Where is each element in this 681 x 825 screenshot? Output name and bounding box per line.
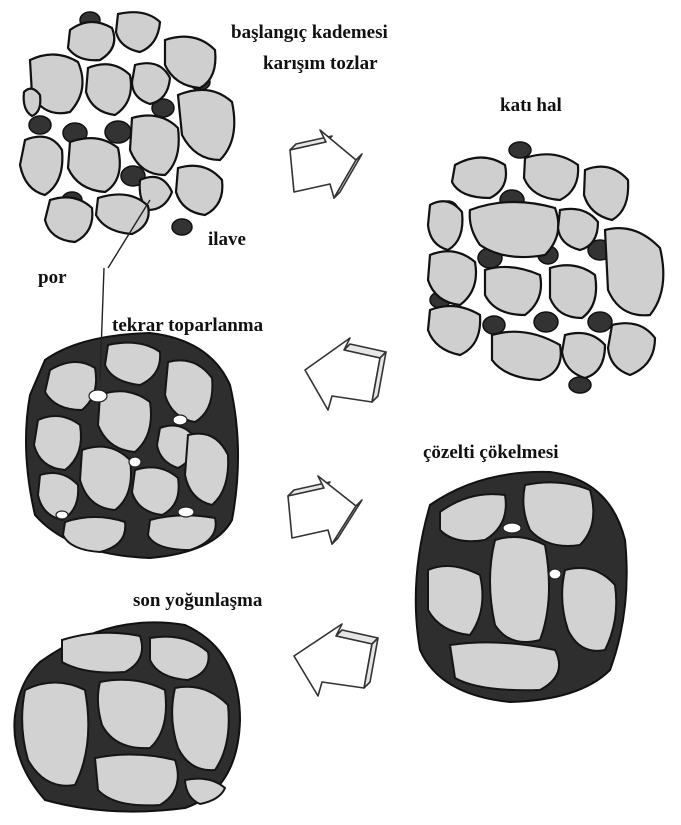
- arrow-left-down-icon: [305, 338, 386, 410]
- arrow-right-down-icon: [288, 476, 362, 544]
- label-solution-precipitation: çözelti çökelmesi: [423, 442, 559, 463]
- stage-solid-state: [428, 142, 663, 393]
- stage-solution-precipitation: [416, 472, 627, 702]
- stage-initial-powders: [20, 12, 234, 242]
- label-rearrangement: tekrar toparlanma: [112, 315, 264, 336]
- label-stage-start-line1: başlangıç kademesi: [231, 22, 388, 43]
- arrow-left-down-icon: [294, 624, 378, 696]
- label-pore: por: [38, 267, 67, 288]
- arrow-right-down-icon: [290, 130, 362, 198]
- label-stage-start-line2: karışım tozlar: [263, 53, 378, 74]
- stage-final-densification: [14, 622, 240, 811]
- stage-rearrangement: [26, 333, 238, 558]
- label-solid-state: katı hal: [500, 95, 562, 116]
- label-additive: ilave: [208, 229, 246, 250]
- label-final-densification: son yoğunlaşma: [133, 590, 263, 611]
